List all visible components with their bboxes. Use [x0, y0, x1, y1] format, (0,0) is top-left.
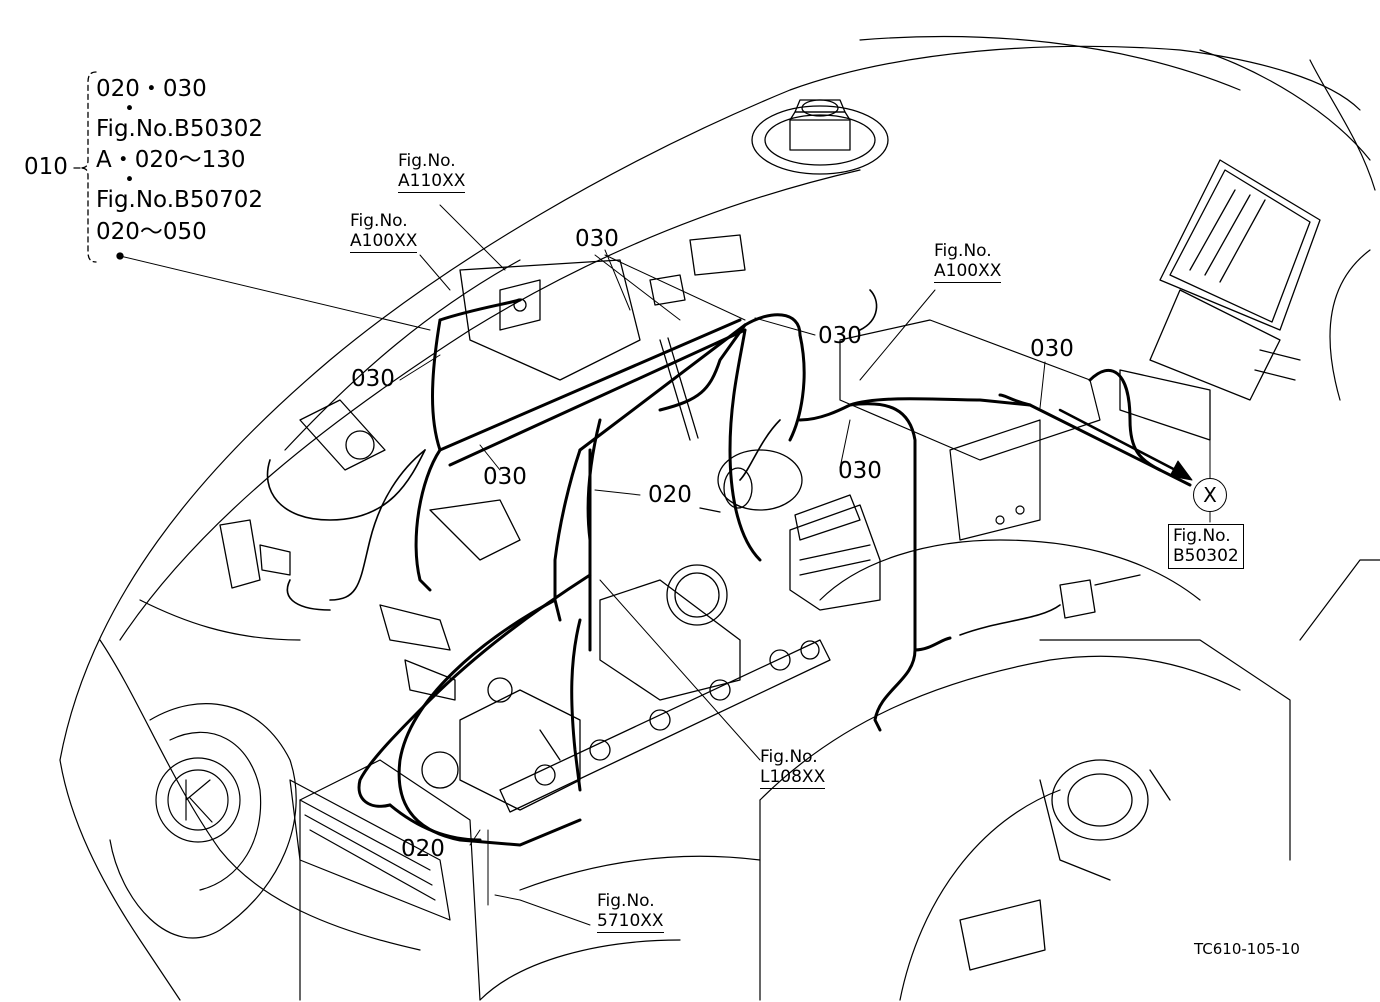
ref-010: 010: [24, 154, 68, 180]
callout-line-6: Fig.No.B50702: [96, 187, 263, 214]
part-030-left: 030: [351, 366, 395, 392]
part-030-far-right: 030: [1030, 336, 1074, 362]
drawing-code: TC610-105-10: [1194, 940, 1300, 958]
callout-line-4: A・020～130: [96, 147, 246, 174]
part-030-center: 030: [483, 464, 527, 490]
wiring-harness: [357, 298, 1192, 847]
leader-lines: [119, 204, 1211, 926]
part-020-center: 020: [648, 482, 692, 508]
callout-bracket: [73, 71, 124, 263]
engine-components: [219, 234, 1171, 971]
part-030-right: 030: [818, 323, 862, 349]
x-connection-marker: X: [1193, 478, 1227, 512]
callout-line-3: Fig.No.B50302: [96, 115, 263, 142]
callout-line-5: ・: [118, 167, 141, 194]
part-030-lower-right: 030: [838, 458, 882, 484]
thin-wires: [266, 289, 1061, 636]
fig-l108-label: Fig.No. L108XX: [760, 747, 826, 790]
callout-line-7: 020～050: [96, 218, 207, 245]
tractor-hood-outline: [59, 35, 1380, 1001]
fig-a100-left-label: Fig.No. A100XX: [350, 211, 418, 254]
fig-5710-label: Fig.No. 5710XX: [597, 891, 664, 934]
fuel-cap: [751, 99, 889, 175]
part-020-bottom: 020: [401, 836, 445, 862]
fig-a110-label: Fig.No. A110XX: [398, 151, 466, 194]
fig-a100-right-label: Fig.No. A100XX: [934, 241, 1002, 284]
ecu-module: [1119, 159, 1321, 441]
callout-010-text: 020・030 ・ Fig.No.B50302 A・020～130 ・ Fig.…: [96, 74, 263, 249]
callout-line-2: ・: [118, 95, 141, 122]
arrow-to-x: [1058, 408, 1193, 481]
mounting-bracket: [839, 319, 1101, 541]
callout-line-1: 020・030: [96, 76, 207, 102]
fig-b50302-box: Fig.No. B50302: [1168, 524, 1244, 570]
part-030-top: 030: [575, 226, 619, 252]
grille-and-emblem: [155, 757, 451, 921]
